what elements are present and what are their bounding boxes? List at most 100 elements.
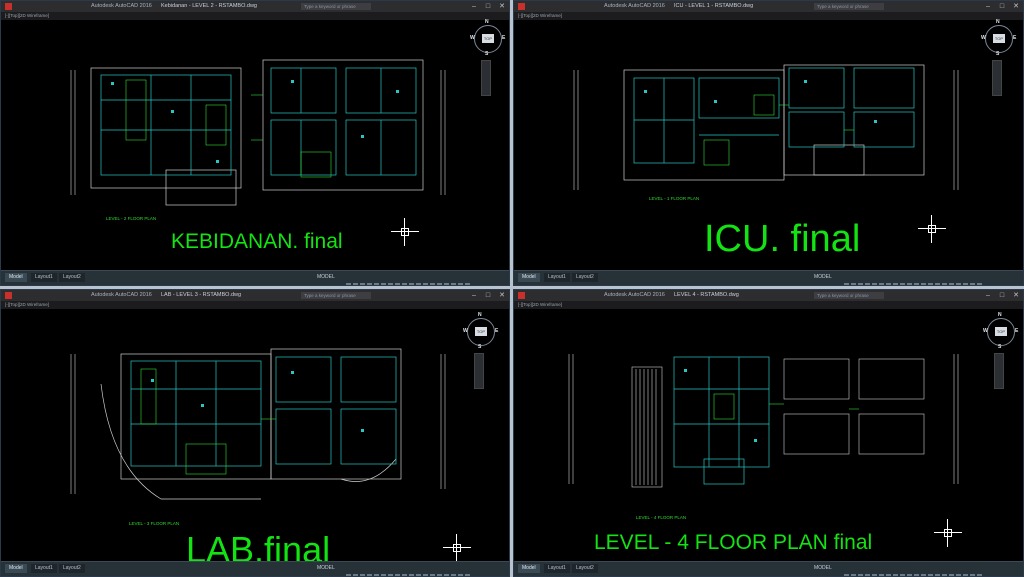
status-toggles[interactable]	[346, 566, 472, 576]
compass-west: W	[470, 35, 475, 41]
model-space-toggle[interactable]: MODEL	[317, 274, 335, 280]
app-title: Autodesk AutoCAD 2016	[604, 292, 665, 298]
autocad-app-icon[interactable]	[5, 292, 12, 299]
tab-layout1[interactable]: Layout1	[31, 564, 57, 573]
status-bar: Model Layout1 Layout2 MODEL	[1, 270, 509, 285]
status-bar: Model Layout1 Layout2 MODEL	[514, 270, 1023, 285]
viewport-controls[interactable]: [-][Top][2D Wireframe]	[514, 12, 1023, 20]
viewcube-top-face[interactable]: TOP	[475, 327, 487, 336]
title-bar[interactable]: Autodesk AutoCAD 2016 Kebidanan - LEVEL …	[1, 1, 509, 12]
compass-east: E	[1013, 35, 1017, 41]
viewcube[interactable]: TOP N S W E	[981, 19, 1017, 57]
viewcube[interactable]: TOP N S W E	[983, 312, 1019, 350]
floor-plan-icu	[573, 64, 959, 190]
compass-south: S	[998, 344, 1002, 350]
close-button[interactable]: ✕	[499, 3, 505, 10]
cad-window-icu[interactable]: Autodesk AutoCAD 2016 ICU - LEVEL 1 - RS…	[513, 0, 1024, 286]
app-title: Autodesk AutoCAD 2016	[91, 292, 152, 298]
tab-layout2[interactable]: Layout2	[572, 564, 598, 573]
compass-ring[interactable]	[474, 25, 502, 53]
plan-title: LEVEL - 2 FLOOR PLAN	[106, 216, 157, 221]
navigation-bar[interactable]	[481, 60, 491, 96]
close-button[interactable]: ✕	[1013, 292, 1019, 299]
compass-ring[interactable]	[985, 25, 1013, 53]
minimize-button[interactable]: –	[986, 3, 990, 10]
panel-caption: KEBIDANAN. final	[171, 230, 343, 253]
status-toggles[interactable]	[844, 275, 984, 285]
cursor-crosshair	[391, 218, 419, 246]
tab-layout1[interactable]: Layout1	[544, 564, 570, 573]
cad-window-lab[interactable]: Autodesk AutoCAD 2016 LAB - LEVEL 3 - RS…	[0, 289, 510, 577]
viewcube[interactable]: TOP N S W E	[463, 312, 498, 350]
title-bar[interactable]: Autodesk AutoCAD 2016 ICU - LEVEL 1 - RS…	[514, 1, 1023, 12]
search-input[interactable]: Type a keyword or phrase	[814, 3, 884, 10]
maximize-button[interactable]: □	[999, 292, 1005, 299]
file-title: Kebidanan - LEVEL 2 - RSTAMBO.dwg	[161, 3, 257, 9]
search-input[interactable]: Type a keyword or phrase	[301, 292, 371, 299]
status-toggles[interactable]	[844, 566, 984, 576]
autocad-app-icon[interactable]	[5, 3, 12, 10]
autocad-app-icon[interactable]	[518, 292, 525, 299]
model-space-toggle[interactable]: MODEL	[317, 565, 335, 571]
model-space-toggle[interactable]: MODEL	[814, 274, 832, 280]
close-button[interactable]: ✕	[1013, 3, 1019, 10]
compass-ring[interactable]	[467, 318, 495, 346]
tab-layout1[interactable]: Layout1	[31, 273, 57, 282]
compass-west: W	[463, 328, 468, 334]
autocad-app-icon[interactable]	[518, 3, 525, 10]
tab-layout2[interactable]: Layout2	[59, 564, 85, 573]
drawing-canvas[interactable]: LEVEL - 4 FLOOR PLAN TOP N S W E LEVEL -…	[514, 309, 1023, 562]
cad-window-level4[interactable]: Autodesk AutoCAD 2016 LEVEL 4 - RSTAMBO.…	[513, 289, 1024, 577]
viewport-controls[interactable]: [-][Top][2D Wireframe]	[1, 12, 509, 20]
close-button[interactable]: ✕	[499, 292, 505, 299]
viewcube[interactable]: TOP N S W E	[470, 19, 506, 57]
maximize-button[interactable]: □	[485, 3, 491, 10]
navigation-bar[interactable]	[992, 60, 1002, 96]
viewcube-top-face[interactable]: TOP	[995, 327, 1007, 336]
minimize-button[interactable]: –	[472, 3, 476, 10]
compass-north: N	[998, 312, 1002, 318]
compass-east: E	[502, 35, 506, 41]
tab-layout2[interactable]: Layout2	[572, 273, 598, 282]
navigation-bar[interactable]	[474, 353, 484, 389]
tab-model[interactable]: Model	[518, 564, 540, 573]
compass-ring[interactable]	[987, 318, 1015, 346]
compass-north: N	[485, 19, 489, 25]
app-title: Autodesk AutoCAD 2016	[91, 3, 152, 9]
floor-plan-level4	[568, 354, 959, 488]
compass-south: S	[996, 51, 1000, 57]
minimize-button[interactable]: –	[986, 292, 990, 299]
drawing-canvas[interactable]: LEVEL - 1 FLOOR PLAN TOP N S W E ICU. fi…	[514, 19, 1023, 271]
viewcube-top-face[interactable]: TOP	[482, 34, 494, 43]
tab-layout2[interactable]: Layout2	[59, 273, 85, 282]
viewport-controls[interactable]: [-][Top][2D Wireframe]	[514, 301, 1023, 309]
compass-west: W	[983, 328, 988, 334]
tab-layout1[interactable]: Layout1	[544, 273, 570, 282]
plan-title: LEVEL - 3 FLOOR PLAN	[129, 521, 180, 526]
maximize-button[interactable]: □	[485, 292, 491, 299]
tab-model[interactable]: Model	[5, 273, 27, 282]
title-bar[interactable]: Autodesk AutoCAD 2016 LAB - LEVEL 3 - RS…	[1, 290, 509, 301]
search-input[interactable]: Type a keyword or phrase	[814, 292, 884, 299]
drawing-canvas[interactable]: LEVEL - 2 FLOOR PLAN TOP N S W E KEBIDAN…	[1, 19, 509, 271]
panel-caption: ICU. final	[704, 218, 861, 260]
viewcube-top-face[interactable]: TOP	[993, 34, 1005, 43]
maximize-button[interactable]: □	[999, 3, 1005, 10]
minimize-button[interactable]: –	[472, 292, 476, 299]
title-bar[interactable]: Autodesk AutoCAD 2016 LEVEL 4 - RSTAMBO.…	[514, 290, 1023, 301]
status-toggles[interactable]	[346, 275, 472, 285]
search-input[interactable]: Type a keyword or phrase	[301, 3, 371, 10]
tab-model[interactable]: Model	[518, 273, 540, 282]
viewport-controls[interactable]: [-][Top][2D Wireframe]	[1, 301, 509, 309]
model-space-toggle[interactable]: MODEL	[814, 565, 832, 571]
plan-title: LEVEL - 1 FLOOR PLAN	[649, 196, 700, 201]
drawing-canvas[interactable]: LEVEL - 3 FLOOR PLAN TOP N S W E LAB.fin…	[1, 309, 509, 570]
cad-window-kebidanan[interactable]: Autodesk AutoCAD 2016 Kebidanan - LEVEL …	[0, 0, 510, 286]
compass-east: E	[1015, 328, 1019, 334]
compass-south: S	[478, 344, 482, 350]
tab-model[interactable]: Model	[5, 564, 27, 573]
status-bar: Model Layout1 Layout2 MODEL	[514, 561, 1023, 576]
cursor-crosshair	[934, 519, 962, 547]
navigation-bar[interactable]	[994, 353, 1004, 389]
compass-north: N	[996, 19, 1000, 25]
